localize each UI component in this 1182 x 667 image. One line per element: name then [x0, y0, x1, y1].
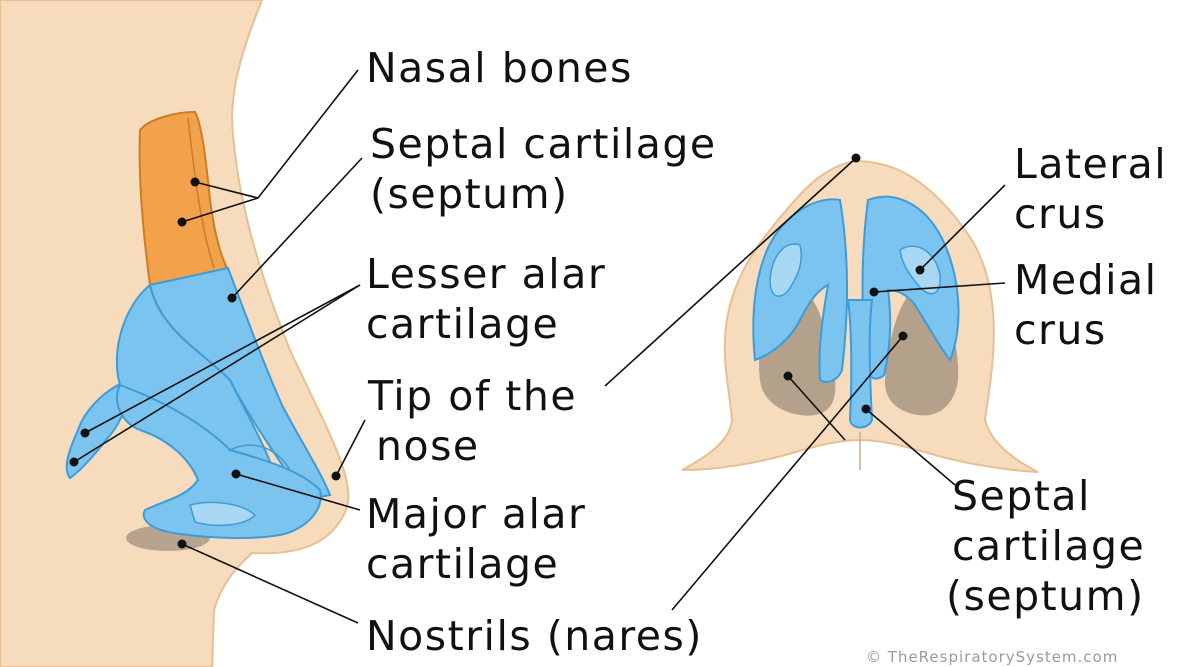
label-septum-left: (septum) — [370, 170, 569, 218]
label-lesser-alar-cartilage: cartilage — [366, 300, 559, 348]
bottom-view — [682, 161, 1038, 472]
label-septal-right: Septal — [952, 472, 1091, 520]
label-tip-nose: nose — [376, 422, 480, 470]
dot-septal-right — [862, 405, 871, 414]
dot-tip — [332, 472, 341, 481]
dot-nostrils-right-2 — [784, 372, 793, 381]
dot-lateral-crus — [916, 266, 925, 275]
dot-nostrils-right — [899, 332, 908, 341]
leader-septal-left — [232, 158, 362, 298]
dot-septal-left — [228, 294, 237, 303]
label-nostrils: Nostrils (nares) — [366, 612, 703, 660]
dot-lesser-alar-1 — [81, 429, 90, 438]
label-lateral: Lateral — [1014, 140, 1167, 188]
label-major-alar-cartilage: cartilage — [366, 540, 559, 588]
label-medial-crus: crus — [1014, 306, 1107, 354]
label-lateral-crus: crus — [1014, 190, 1107, 238]
label-medial: Medial — [1014, 256, 1158, 304]
leader-tip — [336, 420, 365, 476]
label-major-alar: Major alar — [366, 490, 586, 538]
label-tip: Tip of the — [367, 372, 577, 420]
credit-text: © TheRespiratorySystem.com — [866, 648, 1118, 666]
dot-major-alar — [232, 470, 241, 479]
label-septal-cartilage-left: Septal cartilage — [370, 120, 717, 168]
dot-lesser-alar-2 — [70, 458, 79, 467]
dot-tip-right — [852, 154, 861, 163]
dot-nasal-bones-2 — [178, 218, 187, 227]
label-septal-right-cartilage: cartilage — [952, 522, 1145, 570]
label-septal-right-septum: (septum) — [946, 572, 1145, 620]
side-view — [0, 0, 348, 667]
dot-medial-crus — [870, 288, 879, 297]
label-nasal-bones: Nasal bones — [366, 44, 633, 92]
dot-nasal-bones-1 — [191, 178, 200, 187]
label-lesser-alar: Lesser alar — [366, 250, 606, 298]
dot-nostrils-left — [178, 540, 187, 549]
